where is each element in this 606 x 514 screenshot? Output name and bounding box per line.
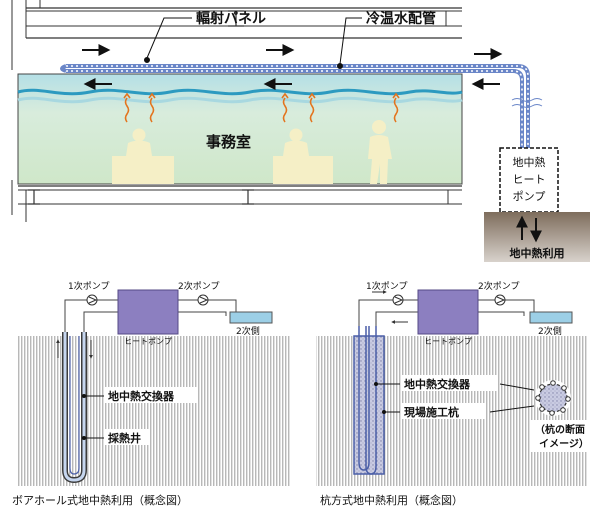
secondary-pump-label: 2次ポンプ bbox=[178, 280, 219, 292]
pump-icon bbox=[88, 296, 98, 304]
ground-heat-use-label: 地中熱利用 bbox=[510, 246, 565, 260]
secondary-side-unit bbox=[529, 311, 573, 324]
pile-section-label-line1: （杭の断面 bbox=[535, 423, 585, 436]
pile-caption: 杭方式地中熱利用（概念図） bbox=[320, 493, 463, 507]
person-icon bbox=[126, 140, 152, 156]
radiant-wave bbox=[17, 88, 463, 96]
leader-line bbox=[489, 405, 535, 413]
borehole-caption: ボアホール式地中熱利用（概念図） bbox=[12, 493, 188, 507]
heat-pump-label-line1: 地中熱 bbox=[513, 156, 546, 169]
heat-pump-label-line3: ポンプ bbox=[513, 190, 546, 203]
heat-pump-label-line2: ヒート bbox=[513, 173, 546, 186]
primary-pump-label: 1次ポンプ bbox=[366, 280, 407, 292]
heat-arrow-icon bbox=[393, 97, 399, 123]
radiant-wave-light bbox=[17, 96, 463, 104]
ground-heat-pump-box bbox=[499, 147, 559, 213]
secondary-pump-label: 2次ポンプ bbox=[478, 280, 519, 292]
secondary-side-unit bbox=[229, 311, 273, 324]
heat-arrow-icon bbox=[308, 92, 316, 99]
heat-arrow-icon bbox=[148, 92, 156, 99]
heat-well-label: 採熱井 bbox=[108, 431, 141, 445]
heat-arrow-icon bbox=[124, 97, 130, 123]
heat-arrow-icon bbox=[392, 92, 400, 99]
heat-arrows bbox=[123, 92, 400, 123]
building-frame bbox=[11, 0, 462, 222]
heat-pump-unit bbox=[117, 289, 179, 335]
top-leaders bbox=[144, 17, 362, 69]
ground-cross-section bbox=[18, 336, 290, 486]
office-room-label: 事務室 bbox=[206, 133, 251, 151]
pile-diagram: 1次ポンプ 2次ポンプ ヒートポンプ 2次側 地中熱交換器 現場施工杭 （杭の断… bbox=[316, 280, 592, 507]
piping-label: 冷温水配管 bbox=[366, 10, 436, 27]
exchanger-label: 地中熱交換器 bbox=[108, 389, 175, 403]
person-icon bbox=[372, 120, 386, 134]
leader-line bbox=[499, 383, 535, 391]
flow-arrows bbox=[82, 44, 503, 90]
primary-pump-label: 1次ポンプ bbox=[68, 280, 109, 292]
pump-icon bbox=[199, 296, 209, 304]
borehole-diagram: 1次ポンプ 2次ポンプ ヒートポンプ 2次側 地中熱交換器 採熱井 ボアホール式… bbox=[12, 280, 290, 507]
heat-arrow-icon bbox=[309, 97, 315, 123]
pile-heat-exchanger bbox=[358, 326, 370, 471]
heat-pump-label: ヒートポンプ bbox=[424, 337, 472, 346]
cold-hot-water-piping bbox=[60, 64, 543, 150]
heat-arrow-icon bbox=[282, 97, 288, 123]
heat-arrow-icon bbox=[149, 97, 155, 123]
person-icon bbox=[368, 135, 392, 184]
radiant-panel-label: 輻射パネル bbox=[196, 10, 266, 27]
exchanger-label: 地中熱交換器 bbox=[404, 377, 471, 391]
heat-arrow-icon bbox=[281, 92, 289, 99]
secondary-side-label: 2次側 bbox=[538, 325, 562, 337]
heat-pump-unit bbox=[417, 289, 479, 335]
heat-arrow-icon bbox=[123, 92, 131, 99]
secondary-side-label: 2次側 bbox=[236, 325, 260, 337]
top-diagram: 輻射パネル 冷温水配管 事務室 地中熱 ヒート ポンプ 地中熱利用 bbox=[11, 0, 590, 262]
pile-section-label-line2: イメージ） bbox=[539, 437, 589, 450]
desk bbox=[273, 156, 333, 184]
pile-section-icon bbox=[535, 380, 571, 416]
person-icon bbox=[289, 128, 303, 142]
pump-icon bbox=[394, 296, 404, 304]
left-piping bbox=[64, 299, 237, 332]
borehole-heat-exchanger bbox=[69, 336, 80, 475]
heat-pump-label: ヒートポンプ bbox=[124, 337, 172, 346]
person-icon bbox=[132, 128, 146, 142]
pile-label: 現場施工杭 bbox=[404, 405, 459, 419]
desk bbox=[112, 156, 174, 184]
person-icon bbox=[283, 140, 309, 156]
occupants bbox=[112, 120, 392, 184]
pump-icon bbox=[496, 296, 506, 304]
office-room bbox=[17, 73, 463, 185]
